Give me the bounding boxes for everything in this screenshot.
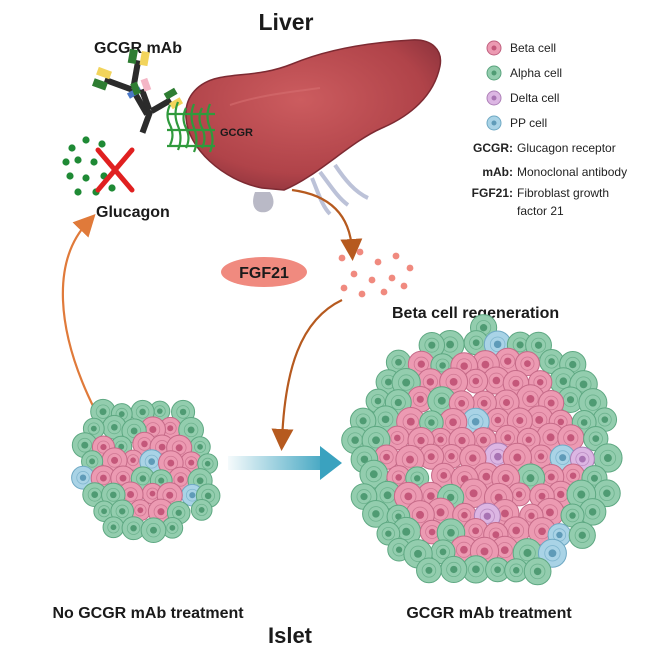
fgf21-molecules: [338, 248, 414, 298]
glucagon-dot: [108, 184, 116, 192]
abbr-fgf21-text-2: factor 21: [517, 204, 564, 218]
fgf21-dot: [400, 282, 408, 290]
glucagon-dot: [68, 144, 76, 152]
gcgr-receptor-icon: [166, 101, 215, 153]
glucagon-dot: [74, 156, 82, 164]
legend-item-delta: Delta cell: [486, 90, 559, 106]
glucagon-dot: [62, 158, 70, 166]
treatment-label: GCGR mAb treatment: [406, 605, 572, 622]
arrow-islet-to-glucagon: [61, 214, 96, 411]
abbr-fgf21: FGF21:: [472, 186, 513, 200]
fgf21-dot: [340, 284, 348, 292]
fgf21-label: FGF21: [239, 265, 289, 282]
gcgr-mab-label: GCGR mAb: [94, 40, 182, 57]
abbr-fgf21-text: Fibroblast growth: [517, 186, 609, 200]
glucagon-dot: [82, 136, 90, 144]
islet-title: Islet: [268, 623, 313, 648]
islet-large: [341, 314, 623, 586]
fgf21-dot: [368, 276, 376, 284]
liver-title: Liver: [259, 9, 314, 35]
legend-item-alpha: Alpha cell: [486, 65, 562, 81]
legend-beta-label: Beta cell: [510, 41, 556, 55]
fgf21-dot: [356, 248, 364, 256]
abbr-mab: mAb:: [482, 165, 513, 179]
fgf21-dot: [380, 288, 388, 296]
arrow-liver-to-fgf21: [291, 188, 363, 261]
antibody-icon: [91, 48, 184, 134]
fgf21-dot: [388, 274, 396, 282]
legend-item-beta: Beta cell: [486, 40, 556, 56]
legend: Beta cell Alpha cell Delta cell PP cell …: [472, 40, 627, 218]
glucagon-label: Glucagon: [96, 204, 170, 221]
gcgr-label: GCGR: [220, 127, 253, 139]
treatment-arrow: [228, 446, 342, 480]
beta-regeneration-label: Beta cell regeneration: [392, 305, 559, 322]
glucagon-molecules: [62, 136, 116, 196]
legend-pp-label: PP cell: [510, 116, 547, 130]
fgf21-dot: [406, 264, 414, 272]
fgf21-dot: [338, 254, 346, 262]
fgf21-dot: [350, 270, 358, 278]
fgf21-dot: [374, 258, 382, 266]
glucagon-dot: [66, 172, 74, 180]
abbr-gcgr-text: Glucagon receptor: [517, 141, 616, 155]
abbr-mab-text: Monoclonal antibody: [517, 165, 627, 179]
blocked-cross-icon: [95, 147, 135, 193]
fgf21-badge: [221, 257, 307, 287]
glucagon-dot: [98, 140, 106, 148]
fgf21-dot: [392, 252, 400, 260]
arrow-fgf21-to-islet: [271, 299, 343, 451]
legend-delta-label: Delta cell: [510, 91, 559, 105]
glucagon-dot: [82, 174, 90, 182]
glucagon-dot: [90, 158, 98, 166]
no-treatment-label: No GCGR mAb treatment: [52, 605, 244, 622]
islet-small: [71, 398, 221, 544]
glucagon-dot: [74, 188, 82, 196]
abbr-gcgr: GCGR:: [473, 141, 513, 155]
legend-item-pp: PP cell: [486, 115, 547, 131]
fgf21-dot: [358, 290, 366, 298]
legend-alpha-label: Alpha cell: [510, 66, 562, 80]
